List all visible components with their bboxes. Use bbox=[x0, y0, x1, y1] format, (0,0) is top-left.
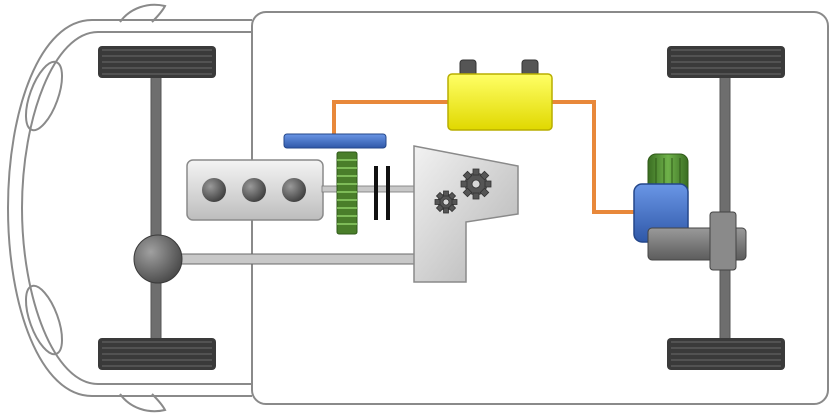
transmission-housing bbox=[413, 145, 519, 283]
front-axle-shaft bbox=[150, 63, 162, 355]
engine-output-shaft bbox=[321, 185, 419, 193]
three-cylinder-engine-icon bbox=[186, 159, 324, 221]
mirror-top bbox=[119, 3, 167, 23]
headlight-bottom bbox=[24, 284, 64, 356]
clutch-plates bbox=[374, 166, 390, 220]
rear-right-tire bbox=[667, 338, 785, 370]
power-cables bbox=[332, 100, 636, 214]
generator-gear-bar bbox=[283, 133, 387, 149]
cable-generator-battery bbox=[332, 100, 448, 134]
battery-body bbox=[447, 73, 553, 131]
vehicle-cab-inner-outline bbox=[20, 31, 252, 385]
gear-icon bbox=[434, 168, 492, 214]
front-axle bbox=[98, 46, 216, 370]
engine-cylinder-3 bbox=[282, 178, 306, 202]
front-right-tire bbox=[98, 338, 216, 370]
front-left-tire bbox=[98, 46, 216, 78]
vehicle-cab-outline bbox=[6, 19, 252, 397]
transmission bbox=[413, 145, 519, 283]
rear-axle bbox=[667, 46, 785, 370]
generator-spur-gear bbox=[336, 151, 358, 235]
rear-axle-shaft bbox=[719, 63, 731, 355]
rear-differential bbox=[647, 211, 747, 271]
battery-icon bbox=[447, 59, 553, 131]
headlight-top bbox=[24, 60, 64, 132]
engine-cylinder-2 bbox=[242, 178, 266, 202]
engine-cylinder-1 bbox=[202, 178, 226, 202]
front-differential bbox=[133, 234, 183, 284]
rear-left-tire bbox=[667, 46, 785, 78]
propeller-shaft bbox=[159, 253, 421, 265]
cable-battery-motor bbox=[552, 100, 636, 214]
mirror-bottom bbox=[119, 393, 167, 413]
